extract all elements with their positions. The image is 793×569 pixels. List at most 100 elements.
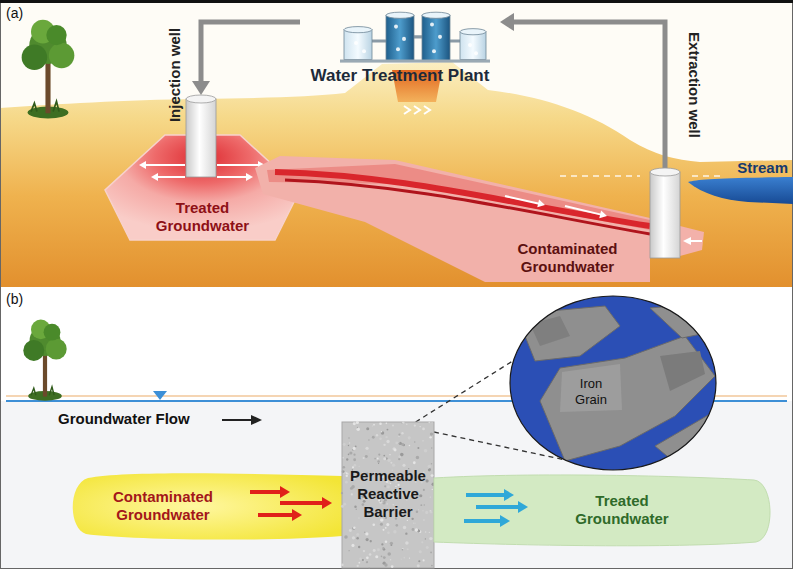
reactive-barrier-shape [379,422,382,425]
extraction-well: Extraction well [650,168,680,258]
well-label: Extraction well [685,32,703,138]
flow-arrow-path [512,22,665,168]
reactive-barrier-shape [387,531,390,534]
flow-arrow-path [201,22,300,83]
reactive-barrier-shape [356,428,359,431]
reactive-barrier-shape [387,459,390,462]
reactive-barrier-shape [349,451,352,454]
reactive-barrier-shape [386,440,389,443]
flow-arrow [192,22,300,95]
contaminated-zone: Contaminated Groundwater [68,470,342,542]
treatment-plant-shape [430,22,434,26]
reactive-barrier-shape [432,489,433,490]
injection-well-shape [186,95,216,103]
reactive-barrier-shape [431,474,434,477]
reactive-barrier-shape [378,463,379,464]
reactive-barrier-shape [386,523,389,526]
reactive-barrier-shape [413,461,416,464]
tree [46,339,67,360]
reactive-barrier-shape [392,464,395,467]
aquifer-section [222,419,252,421]
treatment-plant-shape [396,47,400,51]
reactive-barrier-shape [428,421,430,423]
contaminated-plume-shape [285,180,650,234]
ground-section [692,175,722,177]
ground-section [0,0,793,287]
reactive-barrier-shape [356,509,357,510]
reactive-barrier-shape [385,436,387,438]
reactive-barrier-shape [357,565,359,567]
reactive-barrier-shape [414,441,416,443]
reactive-barrier-shape [343,471,346,474]
tree [31,387,54,395]
reactive-barrier-shape [415,522,416,523]
reactive-barrier-shape [419,550,422,553]
frame [0,0,793,3]
reactive-barrier-shape [398,442,399,443]
reactive-barrier-shape [343,471,345,473]
reactive-barrier-shape [431,463,432,464]
stream-shape [688,177,793,204]
treated-plume-shape [157,176,185,178]
reactive-barrier-shape [353,458,356,461]
iron-grain-magnifier-shape [660,351,705,391]
contaminated-plume-shape [505,196,539,204]
reactive-barrier-shape [349,442,351,444]
reactive-barrier-shape [422,510,424,512]
reactive-barrier-shape [398,436,399,437]
reactive-barrier-shape [351,493,353,495]
reactive-barrier-shape [379,437,382,440]
treated-zone-shape [504,489,514,501]
treatment-plant-shape [386,12,414,18]
treated-zone-shape [464,519,501,523]
contaminated-plume-shape [255,156,650,282]
reactive-barrier-shape [420,426,421,427]
contaminated-zone-shape [280,486,290,498]
ground-section [0,62,793,287]
zone-label: Treated Groundwater [552,492,692,528]
tree [31,101,59,111]
reactive-barrier-shape [377,548,380,551]
reactive-barrier-shape [390,544,392,546]
reactive-barrier-shape [412,528,415,531]
reactive-barrier-shape [392,425,394,427]
contaminated-plume-shape [537,200,545,208]
contaminated-zone-shape [280,501,323,505]
reactive-barrier-shape [425,479,428,482]
reactive-barrier-shape [381,431,382,432]
treatment-plant-shape [468,43,472,47]
reactive-barrier-shape [348,445,349,446]
ground-section [690,240,702,242]
reactive-barrier-shape [344,535,348,539]
reactive-barrier-shape [366,561,368,563]
iron-grain-magnifier: Iron Grain [510,296,716,470]
panel-label: (a) [6,5,23,22]
aquifer-section [153,391,167,400]
injection-well: Injection well [186,95,216,177]
treatment-plant-shape [474,51,478,55]
treatment-plant-shape [422,12,450,18]
tree [23,340,44,361]
reactive-barrier-shape [368,567,369,568]
reactive-barrier-shape [403,422,405,424]
reactive-barrier-shape [376,434,378,436]
reactive-barrier-shape [372,523,375,526]
reactive-barrier-shape [422,440,423,441]
reactive-barrier-shape [391,565,394,568]
reactive-barrier-shape [386,423,388,425]
reactive-barrier-shape [343,503,346,506]
extraction-well-shape [650,172,680,258]
reactive-barrier-shape [417,447,419,449]
reactive-barrier-shape [387,552,391,556]
zone-label: Treated Groundwater [145,199,260,235]
reactive-barrier-shape [356,533,359,536]
reactive-barrier-shape [418,509,419,510]
reactive-barrier-shape [375,555,378,558]
reactive-barrier-shape [405,532,407,534]
reactive-barrier-shape [350,487,353,490]
treated-zone-shape [464,489,528,527]
treatment-plant-shape [386,15,414,61]
reactive-barrier-shape [358,517,360,519]
treated-plume-shape [246,173,253,181]
